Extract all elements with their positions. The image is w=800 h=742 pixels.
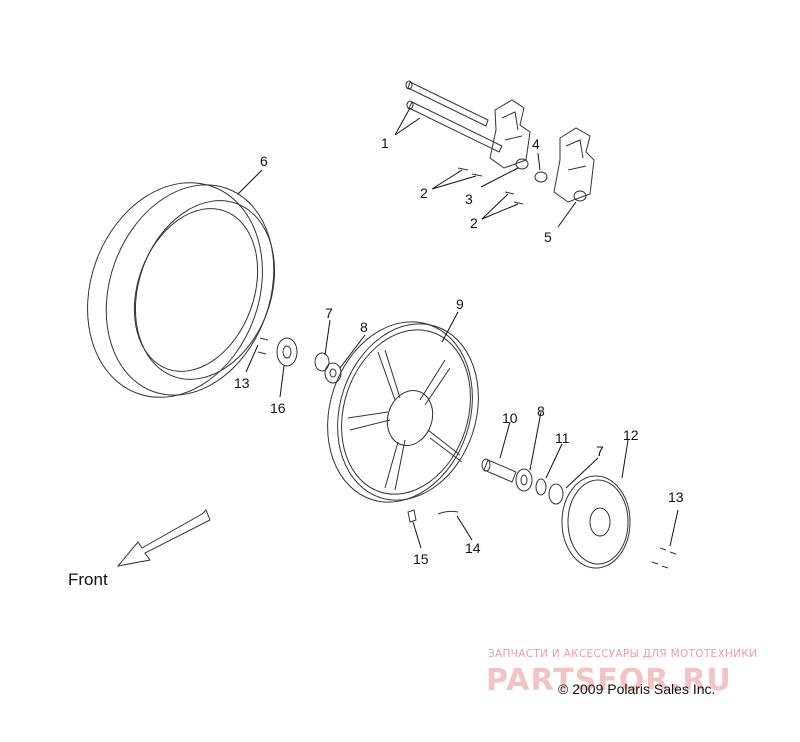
left-hub-parts bbox=[257, 337, 342, 384]
callout-9: 9 bbox=[456, 296, 464, 312]
callout-6: 6 bbox=[260, 153, 268, 169]
callout-8-right: 8 bbox=[537, 403, 545, 419]
pinch-bolts bbox=[457, 167, 524, 205]
right-hub-parts bbox=[481, 458, 564, 505]
fork-legs bbox=[489, 99, 595, 203]
callout-10: 10 bbox=[502, 410, 518, 426]
callout-8-left: 8 bbox=[360, 319, 368, 335]
callout-11: 11 bbox=[555, 430, 570, 446]
wheel-rim bbox=[327, 321, 479, 503]
tire bbox=[87, 182, 276, 398]
callout-7-left: 7 bbox=[325, 305, 333, 321]
front-arrow bbox=[116, 509, 211, 567]
callout-2-lower: 2 bbox=[470, 215, 478, 231]
brake-disc bbox=[561, 475, 631, 569]
callout-2-upper: 2 bbox=[420, 185, 428, 201]
valve-and-weight bbox=[407, 509, 459, 523]
callout-4: 4 bbox=[532, 136, 540, 152]
leader-lines bbox=[237, 107, 679, 549]
watermark-logo: PARTSFOR.RU bbox=[486, 663, 732, 698]
copyright-notice: © 2009 Polaris Sales Inc. bbox=[558, 681, 715, 697]
callout-16: 16 bbox=[270, 400, 286, 416]
callout-15: 15 bbox=[413, 551, 429, 567]
callout-5: 5 bbox=[544, 229, 552, 245]
spacers bbox=[515, 158, 587, 202]
callout-1: 1 bbox=[381, 135, 389, 151]
disc-bolts bbox=[651, 547, 677, 569]
front-axle-parts bbox=[405, 80, 503, 153]
front-label: Front bbox=[68, 570, 108, 589]
callout-labels: 1 2 2 3 4 5 6 7 7 8 8 9 10 11 12 13 13 1… bbox=[234, 135, 684, 567]
callout-14: 14 bbox=[465, 540, 481, 556]
callout-3: 3 bbox=[465, 191, 473, 207]
callout-12: 12 bbox=[623, 427, 639, 443]
callout-13-left: 13 bbox=[234, 375, 250, 391]
watermark-tagline: ЗАПЧАСТИ И АКСЕССУАРЫ ДЛЯ МОТОТЕХНИКИ bbox=[488, 648, 757, 660]
callout-13-right: 13 bbox=[668, 489, 684, 505]
callout-7-right: 7 bbox=[596, 443, 604, 459]
